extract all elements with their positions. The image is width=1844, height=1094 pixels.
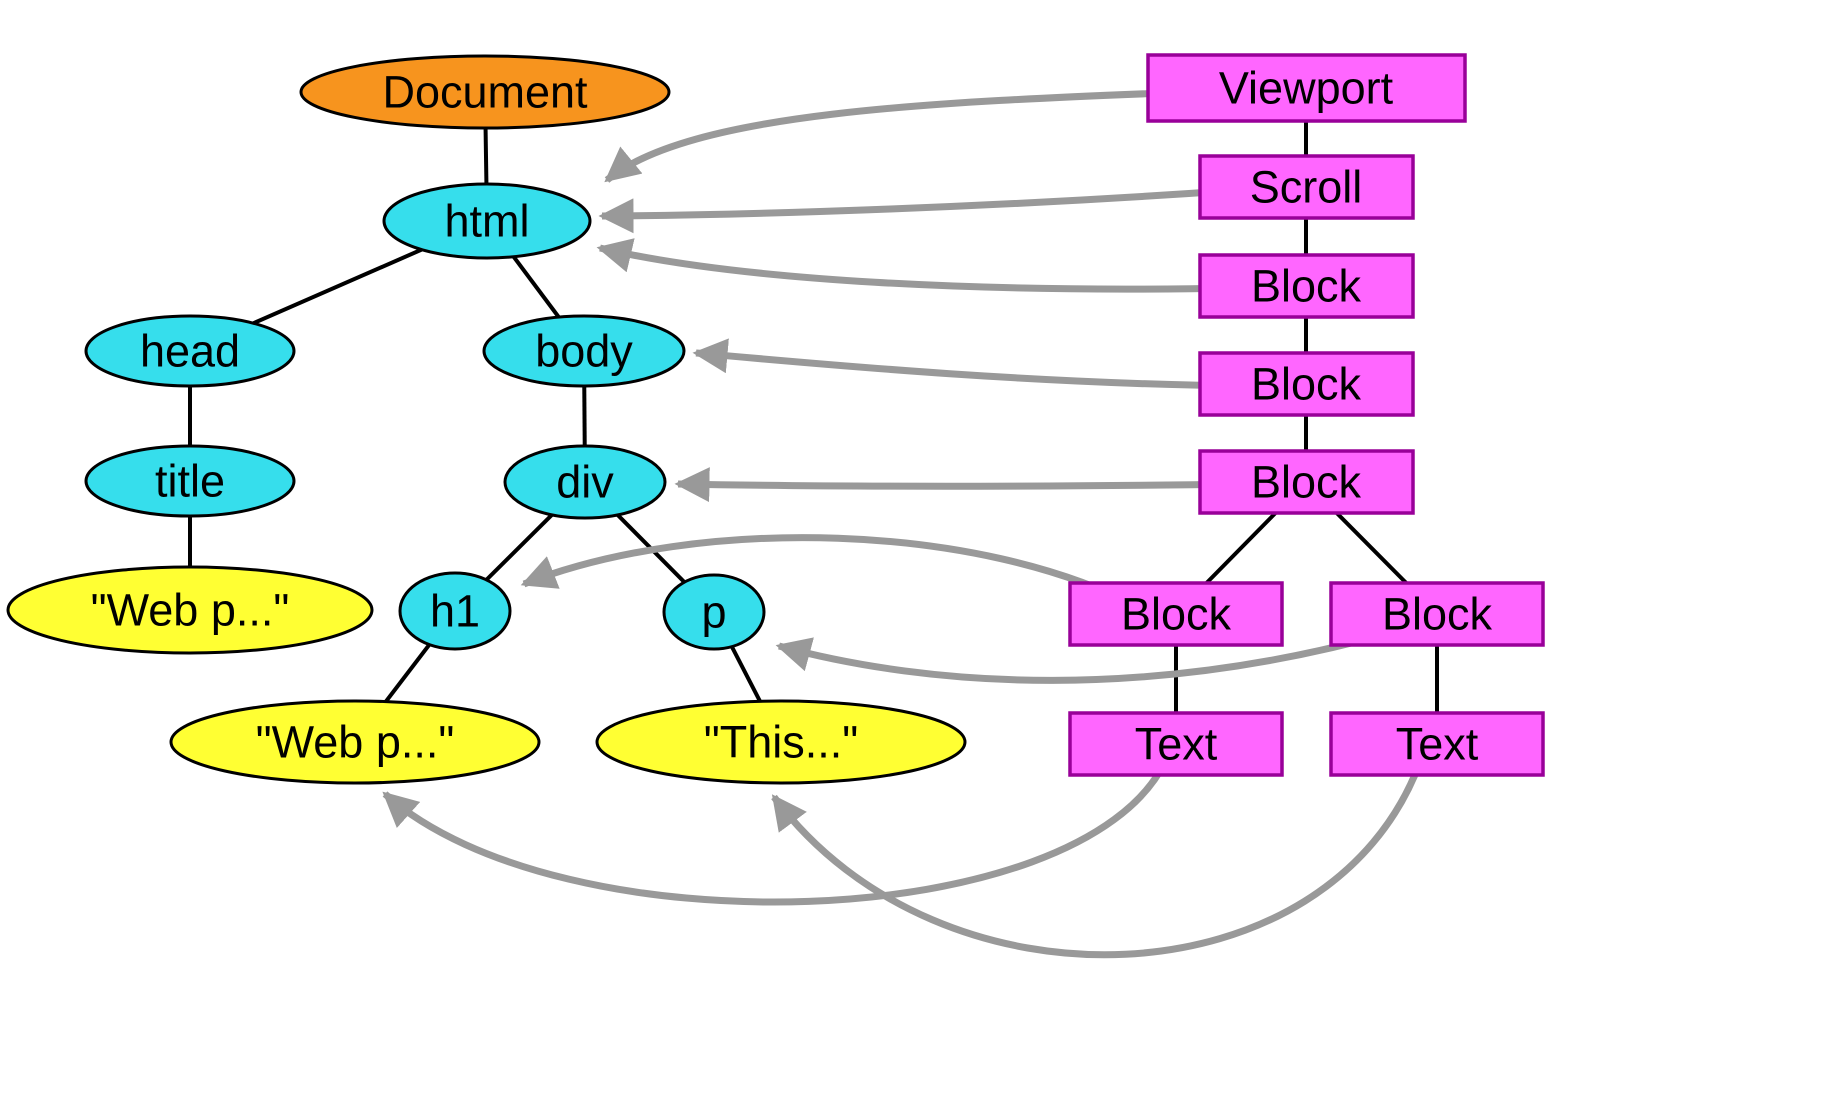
render-node-text-p: Text (1329, 711, 1545, 777)
arrow-blockp-to-p (775, 626, 1401, 684)
title-text-ellipse (6, 565, 374, 655)
node-head: head (84, 314, 296, 388)
node-title-text: "Web p..." (6, 565, 374, 655)
arrow-blockhtml-to-html (596, 238, 1241, 293)
arrow-textp-to-ptext (771, 760, 1424, 959)
h1-text-label: "Web p..." (256, 717, 455, 768)
render-node-block-h1: Block (1068, 581, 1284, 647)
html-label: html (444, 196, 529, 247)
arrow-blockdiv-to-div (674, 467, 1241, 503)
title-ellipse (84, 444, 296, 518)
text-h1-rect (1068, 711, 1284, 777)
p-text-label: "This..." (704, 717, 858, 768)
node-p-text: "This..." (595, 699, 967, 785)
block-body-label: Block (1251, 359, 1362, 410)
viewport-rect (1146, 53, 1467, 123)
dom-tree: Document html head body title div (6, 54, 967, 785)
document-label: Document (382, 67, 588, 118)
title-label: title (155, 456, 225, 507)
mapping-arrows (382, 88, 1424, 959)
render-node-block-body: Block (1198, 351, 1415, 417)
node-div: div (503, 444, 667, 520)
block-p-label: Block (1382, 589, 1493, 640)
div-ellipse (503, 444, 667, 520)
scroll-rect (1198, 154, 1415, 220)
document-ellipse (299, 54, 671, 130)
head-ellipse (84, 314, 296, 388)
block-h1-rect (1068, 581, 1284, 647)
text-p-rect (1329, 711, 1545, 777)
node-body: body (482, 314, 686, 388)
arrow-blockh1-to-h1 (520, 534, 1142, 612)
head-label: head (140, 326, 240, 377)
node-html: html (382, 182, 592, 260)
h1-text-ellipse (169, 699, 541, 785)
p-label: p (701, 587, 726, 638)
title-text-label: "Web p..." (91, 585, 290, 636)
body-label: body (535, 326, 633, 377)
div-label: div (556, 457, 614, 508)
block-div-label: Block (1251, 457, 1362, 508)
render-node-scroll: Scroll (1198, 154, 1415, 220)
block-html-rect (1198, 253, 1415, 319)
arrow-blockbody-to-body (692, 338, 1241, 390)
h1-label: h1 (430, 586, 480, 637)
block-div-rect (1198, 449, 1415, 515)
block-html-label: Block (1251, 261, 1362, 312)
arrow-viewport-to-html (604, 88, 1191, 183)
arrow-texth1-to-h1text (382, 760, 1169, 906)
node-h1: h1 (398, 571, 512, 651)
render-node-viewport: Viewport (1146, 53, 1467, 123)
text-h1-label: Text (1135, 719, 1218, 770)
render-tree: Viewport Scroll Block Block Block Block (1068, 53, 1545, 777)
node-document: Document (299, 54, 671, 130)
p-text-ellipse (595, 699, 967, 785)
block-p-rect (1329, 581, 1545, 647)
h1-ellipse (398, 571, 512, 651)
text-p-label: Text (1396, 719, 1479, 770)
render-node-block-html: Block (1198, 253, 1415, 319)
body-ellipse (482, 314, 686, 388)
node-h1-text: "Web p..." (169, 699, 541, 785)
viewport-label: Viewport (1219, 63, 1394, 114)
node-p: p (662, 573, 766, 651)
scroll-label: Scroll (1250, 162, 1363, 213)
node-title: title (84, 444, 296, 518)
p-ellipse (662, 573, 766, 651)
render-node-block-p: Block (1329, 581, 1545, 647)
html-ellipse (382, 182, 592, 260)
block-body-rect (1198, 351, 1415, 417)
render-node-block-div: Block (1198, 449, 1415, 515)
block-h1-label: Block (1121, 589, 1232, 640)
render-node-text-h1: Text (1068, 711, 1284, 777)
arrow-scroll-to-html (598, 186, 1241, 234)
